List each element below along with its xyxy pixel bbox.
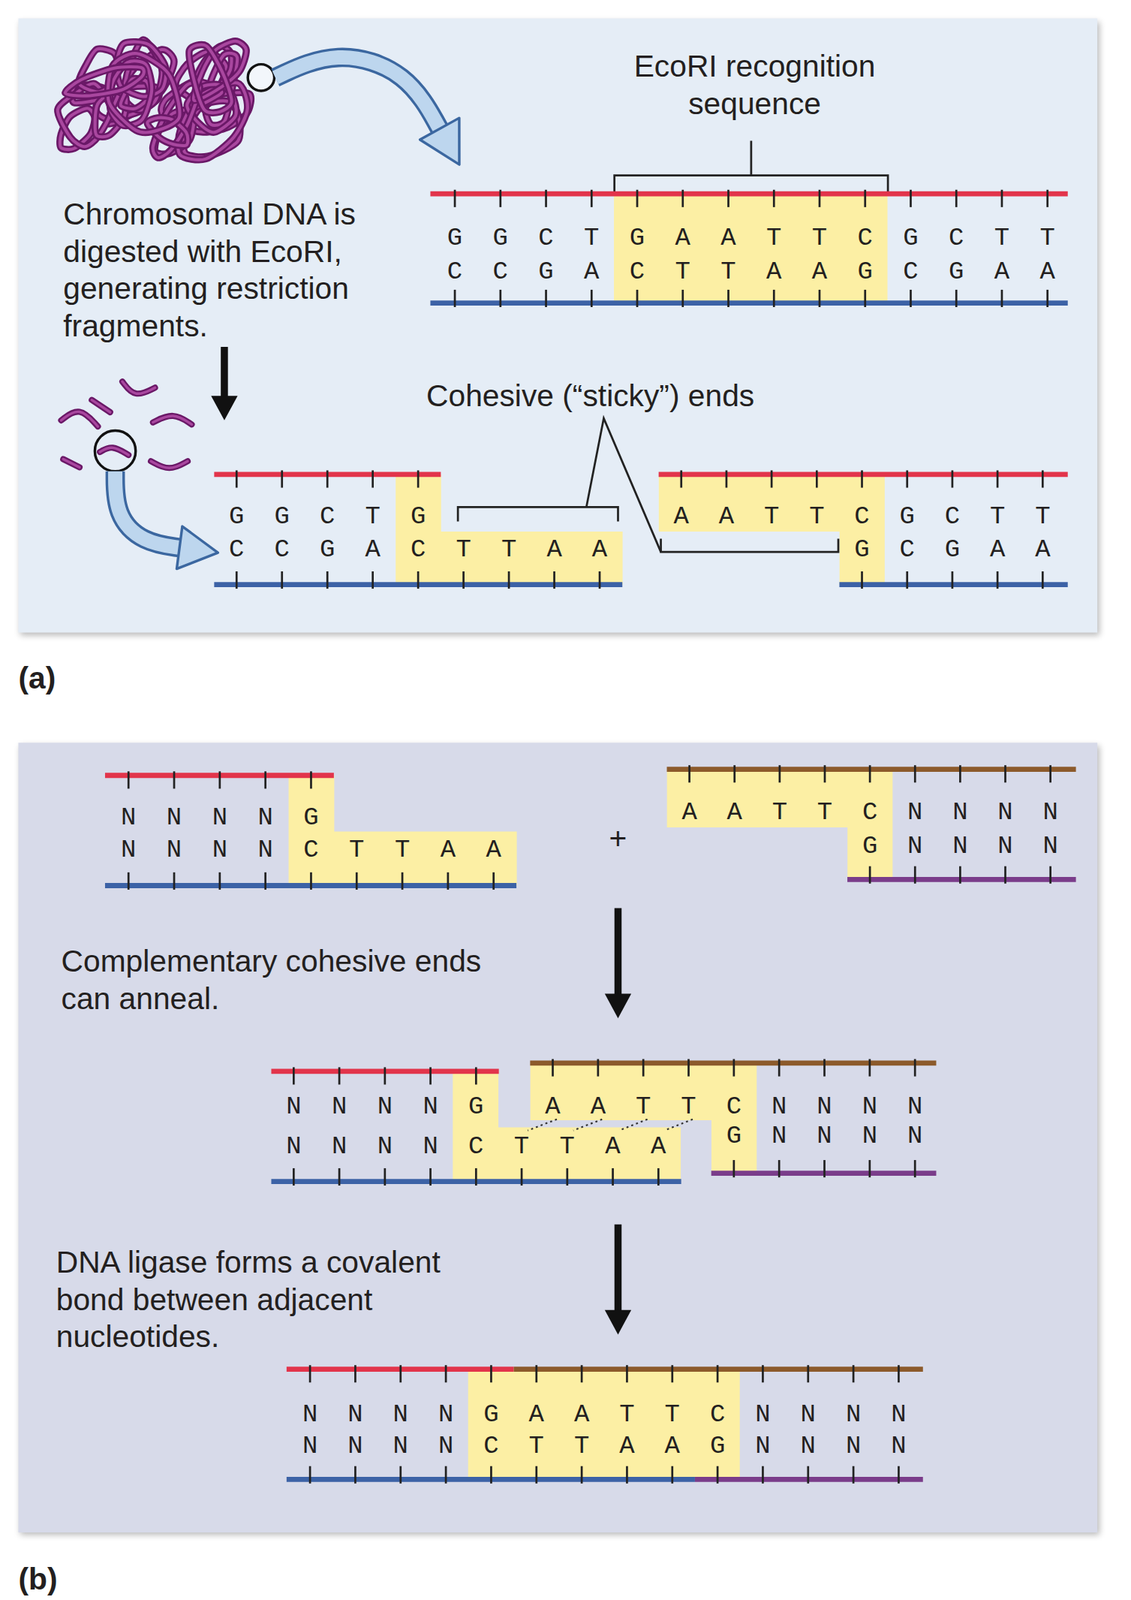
base-sequence: C T T A A bbox=[468, 1130, 674, 1162]
highlight-fill bbox=[288, 775, 517, 886]
highlight-fill bbox=[529, 1062, 757, 1174]
highlighted-bases: G A A T T CC T T A A G bbox=[468, 1368, 740, 1480]
base-sequence: G G C T bbox=[447, 222, 608, 254]
base-sequence: N N N N bbox=[302, 1398, 461, 1430]
base-sequence: G A A T T C bbox=[629, 222, 881, 254]
base-sequence: C T T A A bbox=[303, 834, 509, 866]
sequence-panel: N N N NN N N N+N N N NN N N NComplementa… bbox=[18, 742, 1098, 1532]
base-sequence: N N N N bbox=[755, 1398, 914, 1430]
base-sequence: N N N N bbox=[285, 1130, 446, 1162]
highlighted-bases: GC T T A A bbox=[288, 775, 517, 886]
highlight-fill bbox=[667, 769, 894, 880]
highlight-fill bbox=[395, 474, 623, 585]
base-sequence: C C G A bbox=[447, 256, 608, 288]
base-sequence: N N N N bbox=[285, 1090, 446, 1122]
base-sequence: G bbox=[410, 501, 434, 533]
base-sequence: G bbox=[468, 1090, 491, 1122]
annotation-text: + bbox=[577, 820, 659, 858]
base-sequence: N N N N bbox=[120, 834, 281, 866]
annotation-text: Chromosomal DNA is digested with EcoRI, … bbox=[63, 195, 374, 345]
base-sequence: N N N N bbox=[120, 802, 281, 834]
base-sequence: A A T T C bbox=[681, 797, 885, 828]
base-sequence: N N N N bbox=[771, 1090, 930, 1122]
base-sequence: G G C T bbox=[228, 501, 389, 533]
base-sequence: G C T T bbox=[902, 222, 1063, 254]
base-sequence: C C G A bbox=[228, 533, 389, 565]
annotation-text: EcoRI recognition sequence bbox=[611, 48, 897, 123]
highlight-fill bbox=[614, 193, 888, 303]
base-sequence: A A T T C bbox=[544, 1090, 749, 1122]
annotation-text: (b) bbox=[18, 1560, 100, 1598]
sequence-panel: EcoRI recognition sequenceChromosomal DN… bbox=[18, 18, 1098, 632]
annotation-text: Complementary cohesive ends can anneal. bbox=[61, 942, 511, 1017]
base-sequence: N N N N bbox=[907, 830, 1065, 862]
highlighted-bases: A A T T CG bbox=[658, 474, 885, 585]
base-sequence: N N N N bbox=[907, 797, 1065, 828]
annotation-text: (a) bbox=[18, 659, 100, 698]
base-sequence: N N N N bbox=[771, 1120, 930, 1152]
base-sequence: C G A A bbox=[902, 256, 1063, 288]
annotation-text: Cohesive (“sticky”) ends bbox=[426, 377, 794, 416]
base-sequence: N N N N bbox=[302, 1430, 461, 1462]
base-sequence: C G A A bbox=[899, 533, 1059, 565]
highlighted-bases: A A T T CG bbox=[529, 1062, 757, 1174]
base-sequence: G A A T T C bbox=[483, 1398, 733, 1430]
base-sequence: A A T T C bbox=[673, 501, 878, 533]
base-sequence: G bbox=[854, 533, 877, 565]
base-sequence: G bbox=[862, 830, 885, 862]
highlight-fill bbox=[468, 1368, 740, 1480]
highlighted-bases: A A T T CG bbox=[667, 769, 894, 880]
base-sequence: G bbox=[303, 802, 326, 834]
base-sequence: N N N N bbox=[755, 1430, 914, 1462]
base-sequence: G C T T bbox=[899, 501, 1059, 533]
base-sequence: C T T A A G bbox=[483, 1430, 733, 1462]
base-sequence: C T T A A bbox=[410, 533, 615, 565]
highlighted-bases: GC T T A A bbox=[395, 474, 623, 585]
base-sequence: G bbox=[726, 1120, 749, 1152]
highlight-fill bbox=[658, 474, 885, 585]
annotation-text: DNA ligase forms a covalent bond between… bbox=[56, 1242, 475, 1355]
highlighted-bases: G A A T T CC T T A A G bbox=[614, 193, 888, 303]
base-sequence: C T T A A G bbox=[629, 256, 881, 288]
